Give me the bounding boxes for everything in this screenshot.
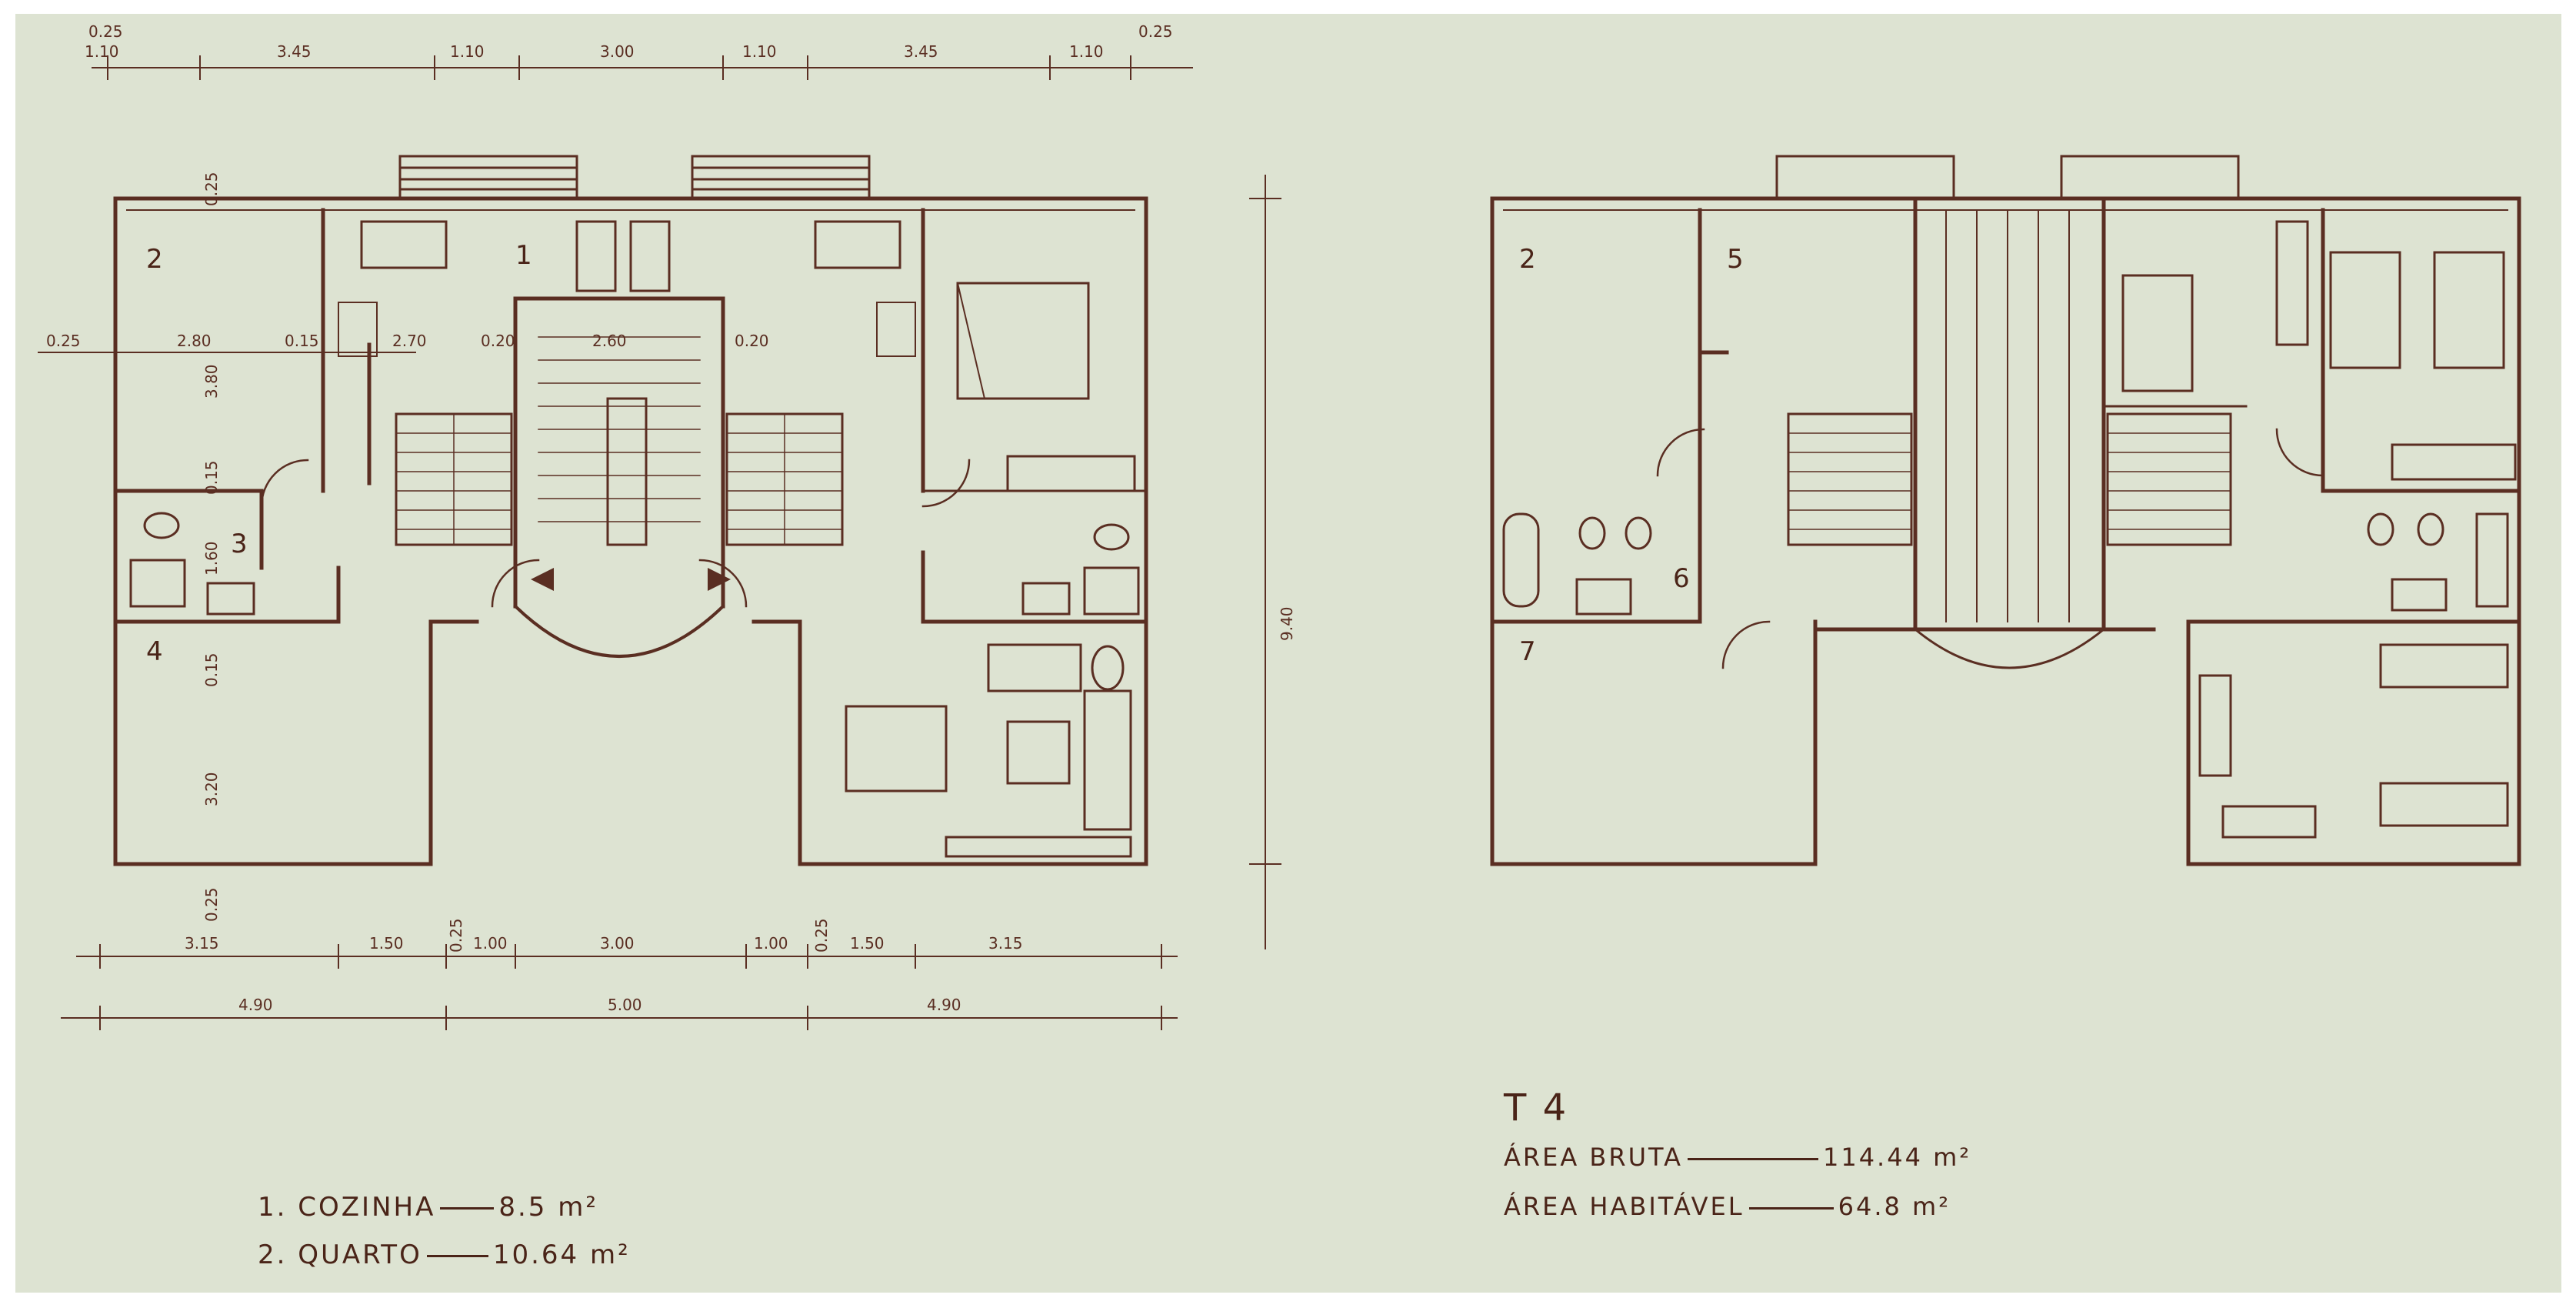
inner-dimension-labels: 0.25 2.80 0.15 2.70 0.20 2.60 0.20 xyxy=(46,332,769,350)
room-number: 7 xyxy=(1519,636,1536,667)
room-areas-legend: 1. COZINHA 8.5 m² 2. QUARTO 10.64 m² xyxy=(258,1183,631,1279)
room-number: 6 xyxy=(1673,563,1690,594)
dim-label: 0.25 xyxy=(202,172,221,206)
dim-label: 3.15 xyxy=(185,934,219,953)
room-number: 4 xyxy=(146,636,163,667)
dim-label: 1.10 xyxy=(85,42,119,61)
leader-line xyxy=(440,1207,495,1210)
dim-label: 3.00 xyxy=(600,42,635,61)
leader-line xyxy=(1748,1206,1834,1210)
dim-label: 0.15 xyxy=(202,652,221,687)
dim-label: 1.10 xyxy=(450,42,485,61)
legend-value: 8.5 m² xyxy=(498,1192,598,1223)
dim-label: 0.25 xyxy=(812,918,831,953)
dim-label: 3.80 xyxy=(202,364,221,399)
dim-label: 2.60 xyxy=(592,332,627,350)
dim-label: 1.00 xyxy=(754,934,788,953)
dim-label: 0.20 xyxy=(481,332,515,350)
bottom-dimension-labels: 3.15 1.50 0.25 1.00 3.00 1.00 0.25 1.50 … xyxy=(185,918,1023,1014)
dim-label: 0.25 xyxy=(447,918,465,953)
leader-line xyxy=(426,1255,488,1257)
dim-label: 0.25 xyxy=(88,22,123,41)
room-number: 2 xyxy=(146,244,163,275)
upper-floor-plan xyxy=(1490,155,2521,866)
entrance-arrow-left xyxy=(531,568,554,591)
legend-label: ÁREA HABITÁVEL xyxy=(1504,1192,1745,1221)
entrance-arrow-right xyxy=(708,568,731,591)
dim-label: 4.90 xyxy=(927,996,961,1014)
dim-label: 1.00 xyxy=(473,934,508,953)
room-number: 2 xyxy=(1519,244,1536,275)
vertical-dimension-labels: 0.25 3.80 0.15 1.60 0.15 3.20 0.25 9.40 xyxy=(202,172,1296,922)
legend-bedroom: 2. QUARTO 10.64 m² xyxy=(258,1231,631,1279)
legend-value: 114.44 m² xyxy=(1822,1143,1972,1172)
dim-label: 1.10 xyxy=(1069,42,1104,61)
dim-label: 2.70 xyxy=(392,332,427,350)
dim-label: 3.20 xyxy=(202,772,221,806)
dim-label: 5.00 xyxy=(608,996,642,1014)
room-number: 3 xyxy=(231,529,248,559)
floor-plan-drawing: 1.10 3.45 1.10 3.00 1.10 3.45 1.10 0.25 … xyxy=(38,22,2521,1030)
room-numbers: 1 2 3 4 2 5 6 7 xyxy=(146,240,1744,667)
dim-label: 2.80 xyxy=(177,332,212,350)
dim-label: 0.20 xyxy=(735,332,769,350)
leader-line xyxy=(1687,1157,1818,1160)
legend-label: 1. COZINHA xyxy=(258,1192,436,1223)
dim-label: 3.15 xyxy=(988,934,1023,953)
legend-value: 64.8 m² xyxy=(1838,1192,1951,1221)
total-height-label: 9.40 xyxy=(1278,606,1296,641)
legend-label: ÁREA BRUTA xyxy=(1504,1143,1683,1172)
drawing-sheet: 1.10 3.45 1.10 3.00 1.10 3.45 1.10 0.25 … xyxy=(15,14,2561,1293)
gross-area-row: ÁREA BRUTA 114.44 m² xyxy=(1504,1133,1971,1182)
ground-floor-plan xyxy=(113,155,1148,866)
dim-label: 0.25 xyxy=(46,332,81,350)
dim-label: 1.60 xyxy=(202,541,221,576)
dim-label: 3.45 xyxy=(904,42,938,61)
room-number: 5 xyxy=(1727,244,1744,275)
dimension-lines xyxy=(38,55,1281,1030)
room-number: 1 xyxy=(515,240,532,271)
dim-label: 1.50 xyxy=(850,934,885,953)
legend-value: 10.64 m² xyxy=(492,1240,631,1270)
unit-type: T 4 xyxy=(1504,1086,1569,1129)
legend-kitchen: 1. COZINHA 8.5 m² xyxy=(258,1183,631,1231)
top-dimension-labels: 1.10 3.45 1.10 3.00 1.10 3.45 1.10 0.25 … xyxy=(85,22,1173,61)
dim-label: 0.15 xyxy=(285,332,319,350)
dim-label: 0.25 xyxy=(1138,22,1173,41)
dim-label: 0.15 xyxy=(202,460,221,495)
dim-label: 3.45 xyxy=(277,42,312,61)
legend-label: 2. QUARTO xyxy=(258,1240,422,1270)
dim-label: 3.00 xyxy=(600,934,635,953)
dim-label: 0.25 xyxy=(202,887,221,922)
dim-label: 4.90 xyxy=(238,996,273,1014)
living-area-row: ÁREA HABITÁVEL 64.8 m² xyxy=(1504,1182,1971,1231)
unit-summary: T 4 ÁREA BRUTA 114.44 m² ÁREA HABITÁVEL 64… xyxy=(1504,1083,1971,1231)
dim-label: 1.50 xyxy=(369,934,404,953)
dim-label: 1.10 xyxy=(742,42,777,61)
